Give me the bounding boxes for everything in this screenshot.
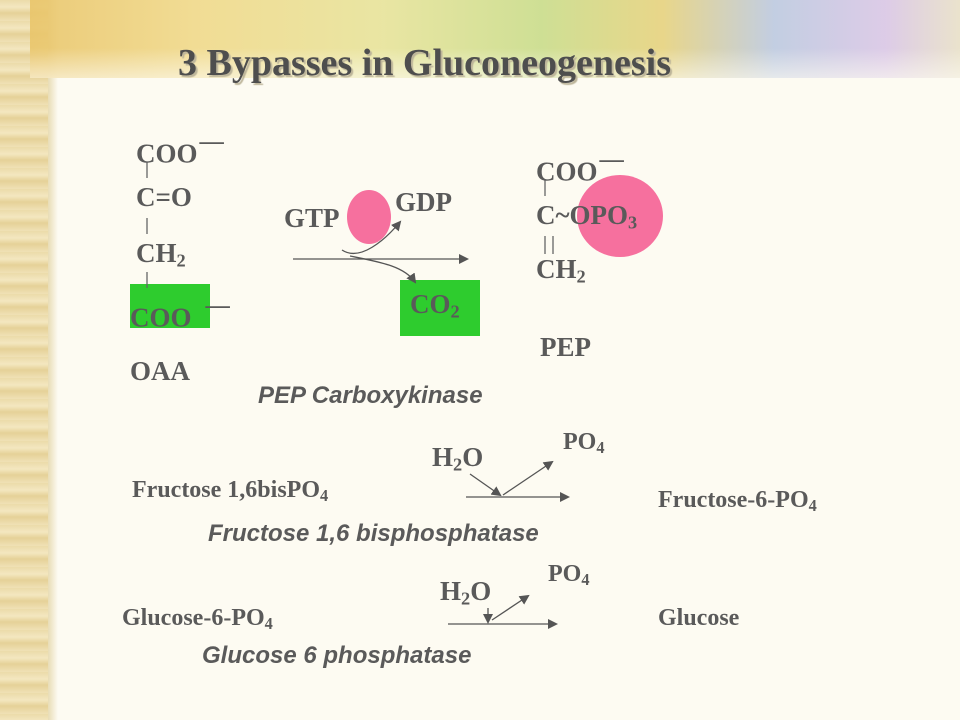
pep-phosphate-highlight bbox=[577, 175, 663, 257]
fructose-6-phosphate-label: Fructose-6-PO4 bbox=[658, 487, 817, 516]
gtp-label: GTP bbox=[284, 203, 340, 233]
gtp-phosphate-highlight bbox=[347, 190, 391, 244]
fructose-bisphosphatase-label: Fructose 1,6 bisphosphatase bbox=[208, 520, 539, 547]
oaa-carboxylate-bottom: COO— bbox=[130, 292, 230, 333]
banner-fade bbox=[30, 48, 960, 78]
slide-title: 3 Bypasses in Gluconeogenesis bbox=[178, 42, 672, 84]
pep-methylene: CH2 bbox=[536, 254, 586, 287]
oaa-carboxylate-top: COO— bbox=[136, 128, 224, 169]
g6pase-water-label: H2O bbox=[440, 576, 492, 609]
gtp-to-gdp-arrow bbox=[341, 220, 402, 255]
oaa-carbonyl: C=O bbox=[136, 182, 192, 212]
oaa-carboxyl-highlight bbox=[130, 284, 210, 328]
fbpase-phosphate-arrow bbox=[502, 460, 554, 496]
oaa-methylene: CH2 bbox=[136, 238, 186, 271]
pep-carboxylate: COO— bbox=[536, 146, 624, 187]
glucose-6-phosphate-label: Glucose-6-PO4 bbox=[122, 605, 273, 634]
g6pase-phosphate-label: PO4 bbox=[548, 561, 590, 590]
pep-carboxykinase-label: PEP Carboxykinase bbox=[258, 382, 483, 409]
glucose-6-phosphatase-label: Glucose 6 phosphatase bbox=[202, 642, 472, 669]
g6pase-phosphate-arrow bbox=[491, 594, 530, 621]
pep-enol-phosphate: C~OPO3 bbox=[536, 200, 638, 233]
co2-release-arrow bbox=[349, 255, 417, 284]
gdp-label: GDP bbox=[395, 187, 452, 217]
fructose-bisphosphate-label: Fructose 1,6bisPO4 bbox=[132, 477, 329, 506]
decorative-left-stripe bbox=[0, 0, 48, 720]
pep-label: PEP bbox=[540, 332, 591, 362]
co2-highlight bbox=[400, 280, 480, 336]
oaa-label: OAA bbox=[130, 356, 190, 386]
fbpase-water-label: H2O bbox=[432, 442, 484, 475]
glucose-label: Glucose bbox=[658, 605, 740, 631]
fbpase-water-arrow bbox=[469, 473, 502, 497]
fbpase-phosphate-label: PO4 bbox=[563, 429, 605, 458]
decorative-stripe-shadow bbox=[48, 0, 58, 720]
co2-label: CO2 bbox=[410, 289, 460, 322]
